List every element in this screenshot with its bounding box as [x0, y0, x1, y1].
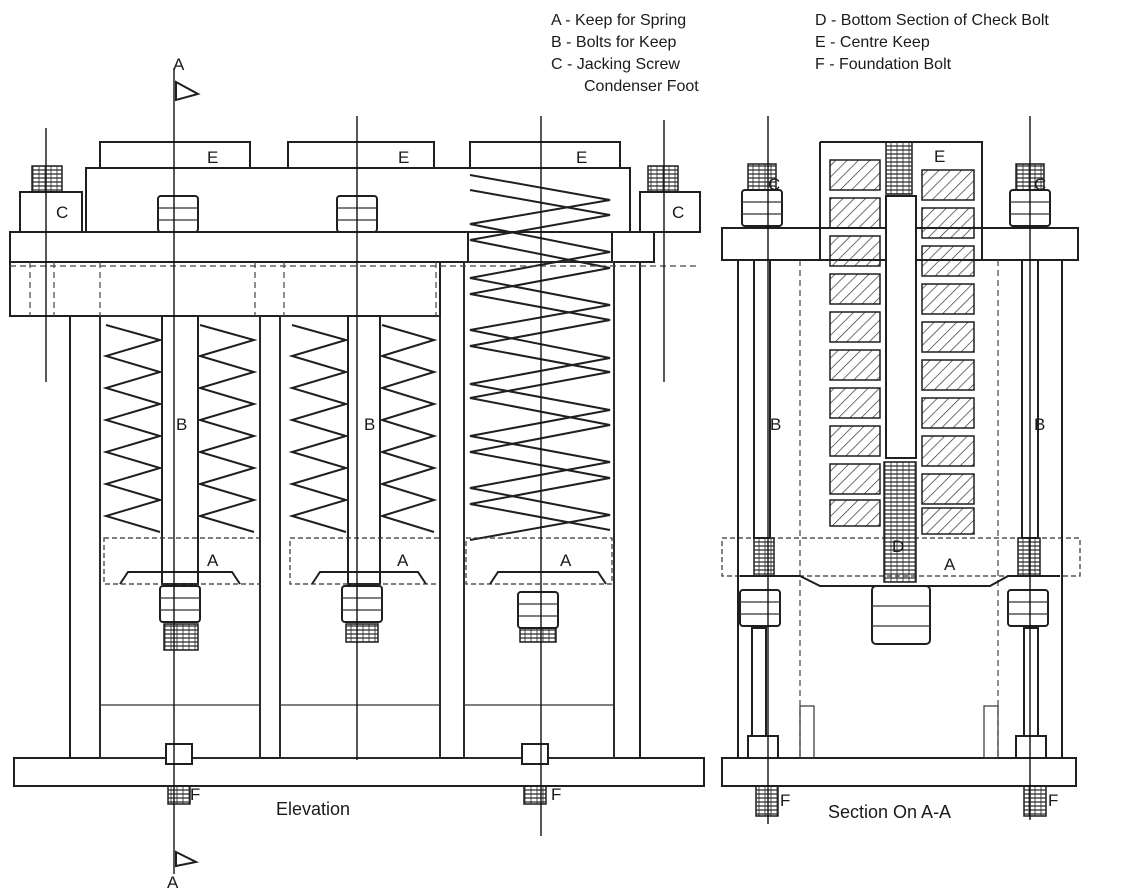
legend-item-f: F - Foundation Bolt — [815, 56, 952, 73]
label-section-a-top: A — [173, 55, 185, 74]
elevation-view — [9, 68, 705, 874]
label-a-4: A — [944, 555, 956, 574]
label-c-3: C — [768, 175, 780, 194]
top-plate — [9, 231, 469, 263]
legend-item-d: D - Bottom Section of Check Bolt — [815, 12, 1049, 29]
label-e-2: E — [398, 148, 409, 167]
legend-item-c: C - Jacking Screw — [551, 56, 680, 73]
label-e-section: E — [934, 147, 945, 166]
section-arrow-bottom-icon — [175, 850, 200, 868]
label-e-3: E — [576, 148, 587, 167]
label-c-4: C — [1034, 175, 1046, 194]
legend-item-b: B - Bolts for Keep — [551, 34, 677, 51]
label-a-1: A — [207, 551, 219, 570]
label-f-4: F — [1048, 791, 1058, 810]
label-f-3: F — [780, 791, 790, 810]
label-f-1: F — [190, 785, 200, 804]
centre-keep-2 — [287, 141, 435, 169]
label-c-2: C — [672, 203, 684, 222]
part-labels: A A E E E E C C C C B B B B A A A A D F … — [56, 55, 1058, 890]
legend-item-a: A - Keep for Spring — [551, 12, 687, 29]
section-arrow-top-icon — [175, 80, 201, 102]
label-f-2: F — [551, 785, 561, 804]
caption-elevation: Elevation — [276, 799, 350, 819]
label-a-2: A — [397, 551, 409, 570]
section-view — [721, 116, 1081, 824]
centre-keep-1 — [99, 141, 251, 169]
label-b-2: B — [364, 415, 375, 434]
spring-section — [829, 159, 975, 535]
label-section-a-bottom: A — [167, 873, 179, 890]
label-b-4: B — [1034, 415, 1045, 434]
label-b-1: B — [176, 415, 187, 434]
label-d: D — [892, 537, 904, 556]
base-plate — [13, 757, 705, 787]
label-a-3: A — [560, 551, 572, 570]
legend-item-c-cont: Condenser Foot — [584, 78, 699, 95]
spring-1 — [102, 315, 258, 585]
legend-left: A - Keep for Spring B - Bolts for Keep C… — [551, 10, 699, 98]
label-c-1: C — [56, 203, 68, 222]
caption-section: Section On A-A — [828, 802, 951, 822]
spring-2 — [288, 315, 438, 585]
section-base-plate — [721, 757, 1077, 787]
label-b-3: B — [770, 415, 781, 434]
label-e-1: E — [207, 148, 218, 167]
legend-right: D - Bottom Section of Check Bolt E - Cen… — [815, 10, 1049, 76]
centre-keep-3 — [469, 141, 621, 169]
spring-3 — [469, 174, 611, 541]
legend-item-e: E - Centre Keep — [815, 34, 930, 51]
